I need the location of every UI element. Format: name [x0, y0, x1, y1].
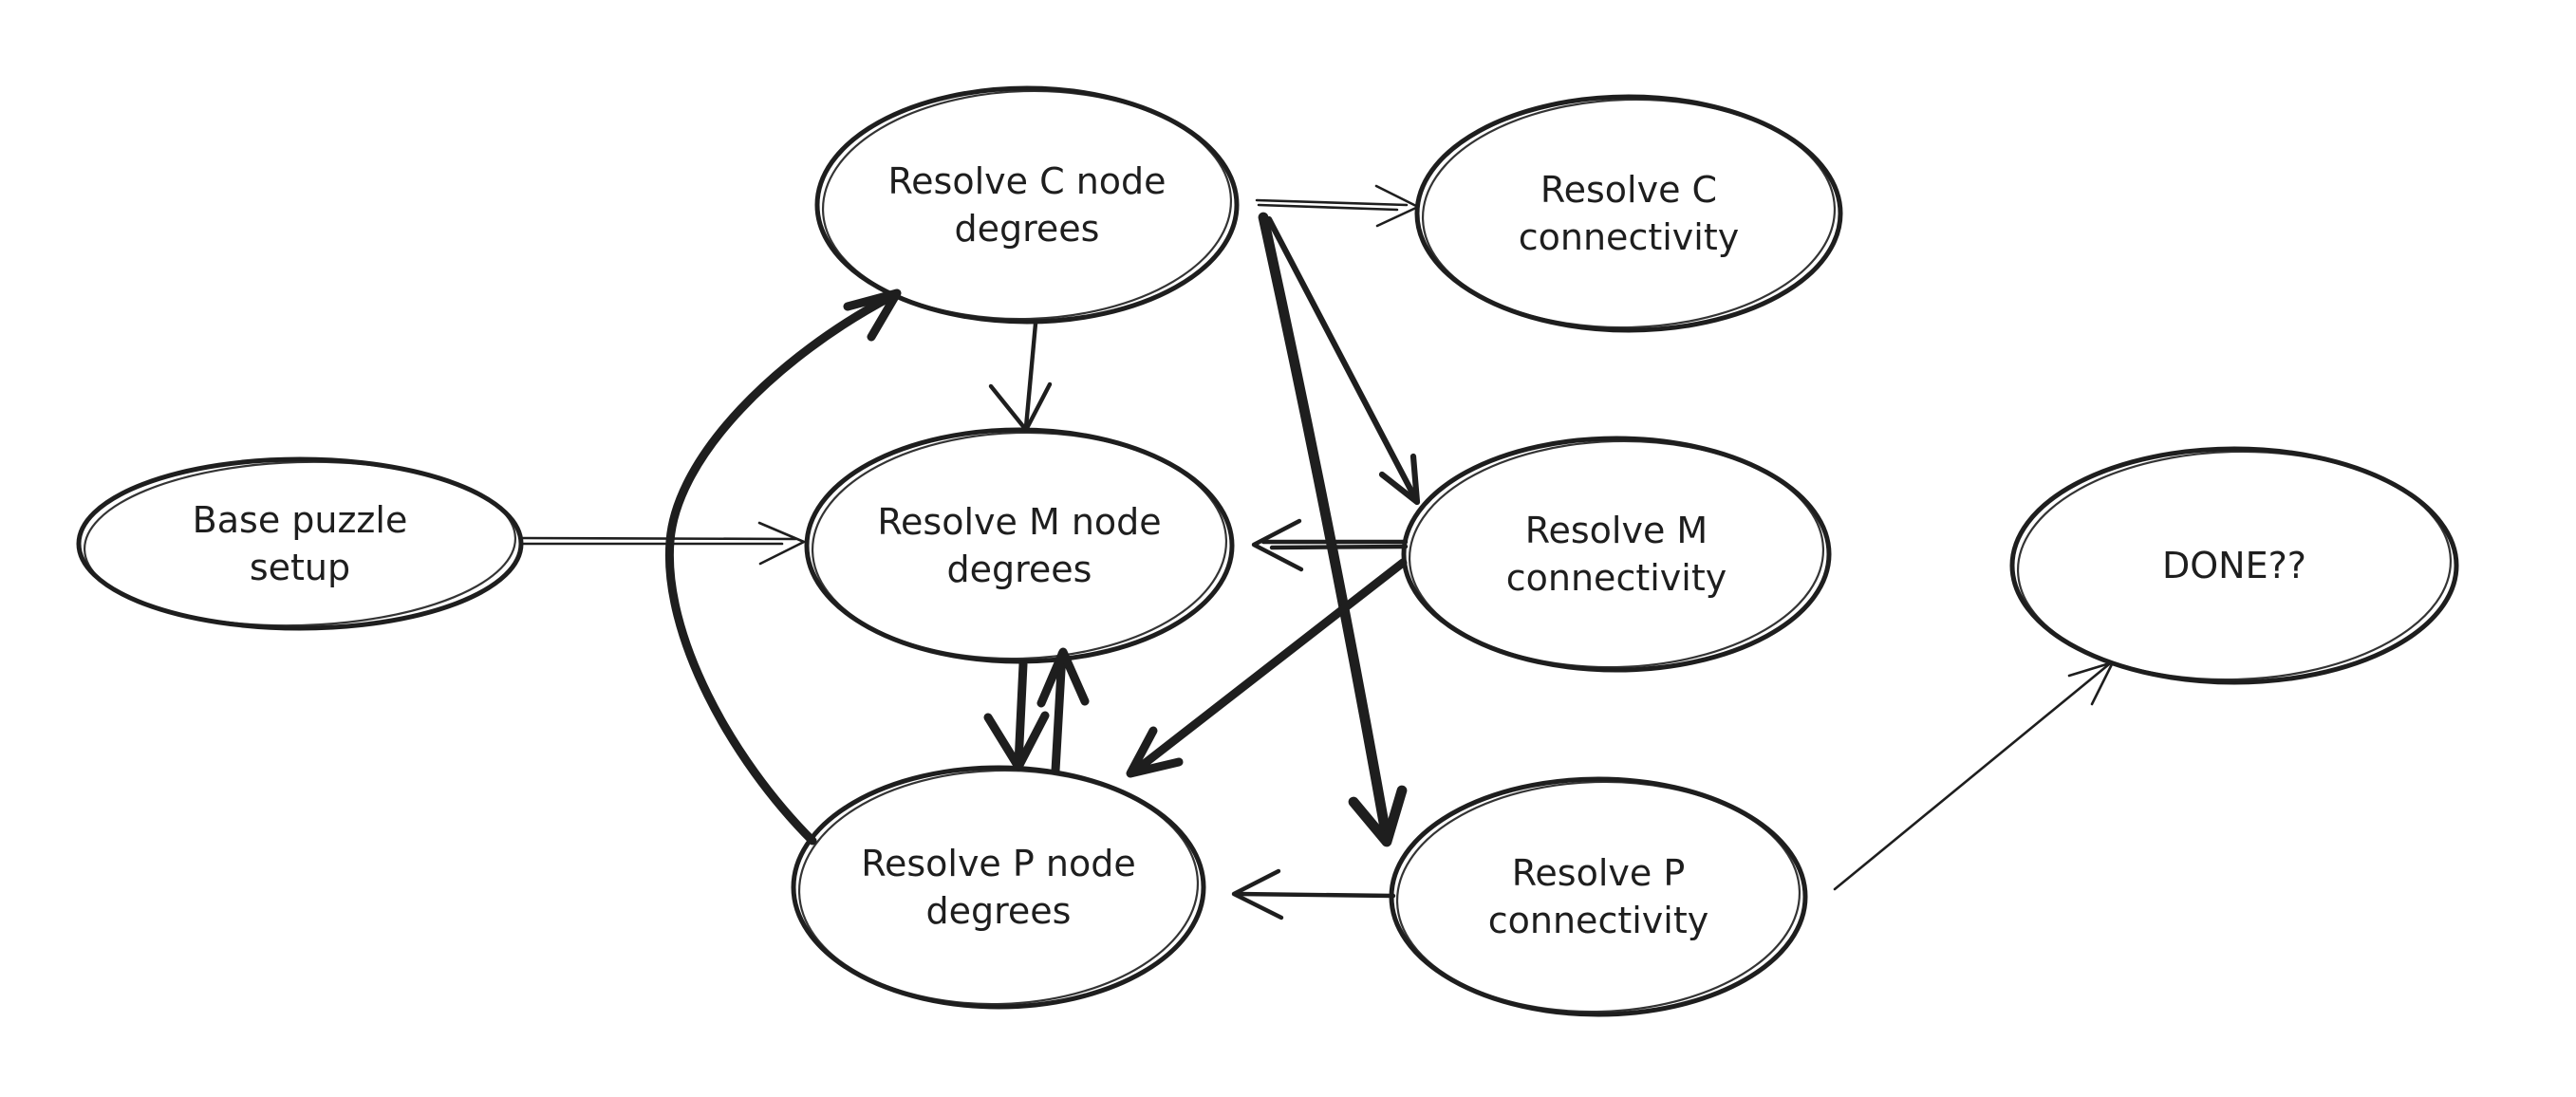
edge-resolve-p-degrees--to--resolve-c-degrees: [664, 288, 902, 846]
arrowhead-icon: [2067, 660, 2115, 706]
edge-line: [1051, 649, 1067, 775]
edge-resolve-p-connectivity--to--resolve-p-degrees: [1231, 868, 1396, 920]
node-ellipse-base-puzzle-setup: [76, 456, 524, 631]
edge-line: [519, 536, 797, 546]
edge-base-puzzle-setup--to--resolve-m-degrees: [519, 521, 806, 566]
edge-resolve-m-connectivity--to--resolve-p-degrees: [1126, 558, 1408, 778]
edge-resolve-c-degrees--to--resolve-p-connectivity: [1258, 212, 1408, 847]
arrowhead-icon: [983, 711, 1050, 772]
edge-line: [1833, 662, 2111, 891]
arrowhead-icon: [1378, 453, 1421, 506]
edges-layer: [519, 184, 2115, 920]
node-ellipse-sketch-resolve-p-connectivity: [1395, 780, 1801, 1013]
node-ellipse-resolve-p-degrees: [791, 765, 1206, 1010]
node-ellipse-sketch-base-puzzle-setup: [83, 460, 517, 627]
arrowhead-icon: [988, 381, 1053, 433]
node-ellipse-resolve-c-connectivity: [1414, 94, 1843, 333]
arrowhead-icon: [1231, 868, 1284, 920]
node-ellipse-done: [2009, 446, 2459, 685]
edge-line: [1129, 558, 1408, 776]
edge-line: [1023, 321, 1038, 430]
edge-line: [1014, 660, 1028, 769]
arrowhead-icon: [1126, 726, 1184, 778]
arrowhead-icon: [1251, 518, 1304, 572]
node-ellipse-sketch-resolve-c-degrees: [821, 89, 1233, 321]
edge-resolve-c-degrees--to--resolve-m-degrees: [988, 321, 1053, 433]
edge-resolve-m-degrees--to--resolve-p-degrees: [983, 660, 1050, 772]
node-ellipse-sketch-resolve-m-degrees: [811, 431, 1228, 660]
edge-resolve-c-degrees--to--resolve-m-connectivity: [1265, 215, 1421, 506]
node-label-done: DONE??: [2162, 545, 2306, 586]
edge-line: [1235, 891, 1396, 899]
node-ellipse-sketch-resolve-c-connectivity: [1421, 98, 1837, 329]
arrowhead-icon: [757, 521, 806, 566]
node-ellipse-resolve-m-degrees: [804, 427, 1235, 664]
arrowhead-icon: [843, 288, 902, 342]
edge-resolve-p-connectivity--to--done: [1833, 660, 2115, 891]
node-ellipse-sketch-done: [2016, 450, 2453, 681]
arrowhead-icon: [1348, 785, 1408, 847]
edge-line: [664, 291, 897, 846]
node-done: DONE??: [2009, 446, 2459, 685]
edge-line: [1265, 215, 1419, 502]
arrowhead-icon: [1036, 647, 1090, 708]
edge-line: [1258, 212, 1392, 845]
node-ellipse-resolve-c-degrees: [814, 85, 1240, 325]
arrowhead-icon: [1374, 184, 1420, 228]
edge-resolve-p-degrees--to--resolve-m-degrees: [1036, 647, 1090, 775]
edge-line: [1260, 539, 1409, 550]
edge-resolve-m-connectivity--to--resolve-m-degrees: [1251, 518, 1409, 572]
edge-resolve-c-degrees--to--resolve-c-connectivity: [1255, 184, 1420, 228]
node-ellipse-sketch-resolve-m-connectivity: [1408, 439, 1825, 669]
node-ellipse-sketch-resolve-p-degrees: [797, 769, 1200, 1006]
edge-line: [1255, 198, 1409, 212]
node-ellipse-resolve-m-connectivity: [1401, 436, 1832, 673]
